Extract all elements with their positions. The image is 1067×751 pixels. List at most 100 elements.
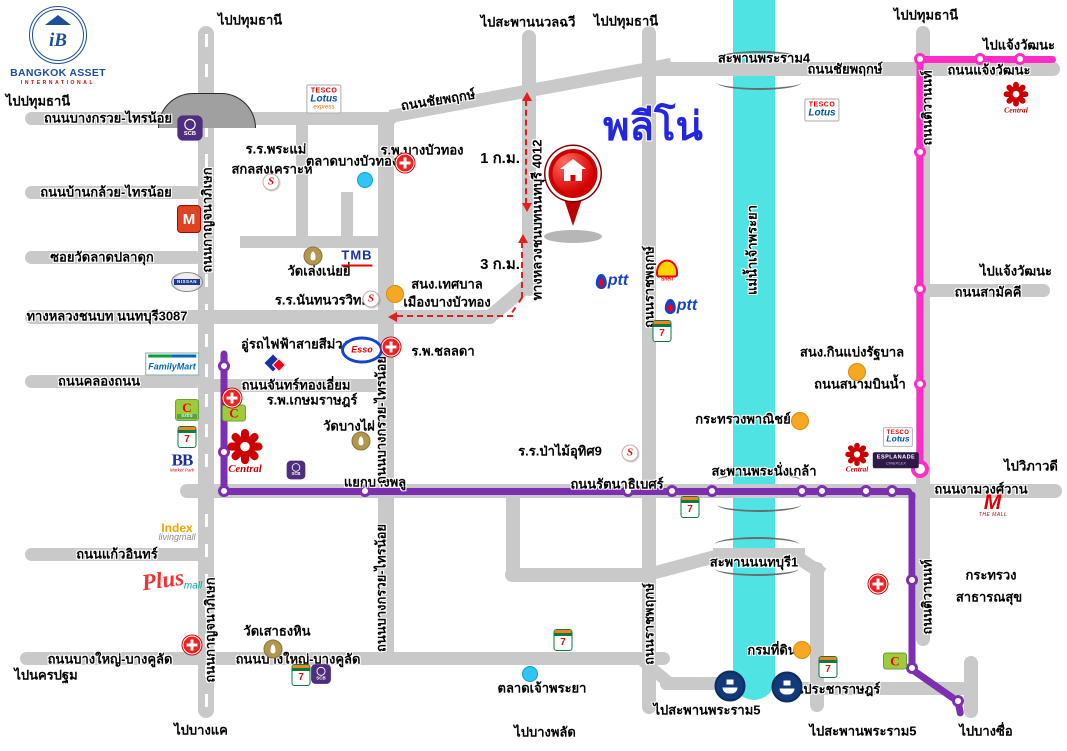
red-m-logo: M: [177, 205, 201, 233]
label-moph-line1: กระทรวง: [965, 567, 1017, 583]
nissan-logo: NISSAN: [171, 272, 203, 292]
shell-logo: Shell: [656, 259, 678, 283]
esso-logo: Esso: [341, 336, 383, 364]
label-river-label: แม่น้ำเจ้าพระยา: [744, 205, 760, 295]
seven-eleven-logo-2: 7: [652, 320, 672, 342]
scb-logo-1: SCB: [177, 115, 203, 141]
bridge-arc-phranangklao: [717, 473, 801, 488]
purple-line-station: [906, 662, 918, 674]
purple-line-station: [906, 574, 918, 586]
road-kaeo-in-rd: [25, 548, 205, 561]
hospital-icon-kasemrad: [222, 388, 242, 408]
temple-icon-saothonghin: [263, 639, 283, 659]
brand-monogram: iB: [49, 30, 67, 51]
road-kanchanaphisek-rd: [198, 26, 214, 718]
label-bangyai-label-w: ถนนบางใหญ่-บางคูลัด: [47, 651, 173, 667]
label-distance-3km: 3 ก.ม.: [480, 256, 520, 273]
ptt-logo-2: ptt: [664, 298, 697, 314]
purple-line: [224, 487, 912, 495]
label-hw3087-label: ทางหลวงชนบท นนทบุรี3087: [26, 308, 188, 324]
seven-eleven-logo-5: 7: [291, 664, 311, 686]
label-school-phramae-line2: สกลสงเคราะห์: [231, 161, 313, 177]
label-nonthaburi1-bridge-label: สะพานนนทบุรี1: [709, 554, 799, 570]
purple-line-station: [359, 485, 371, 497]
label-phranangklao-bridge-label: สะพานพระนั่งเกล้า: [711, 463, 817, 479]
bridge-arc-phranangklao: [717, 497, 801, 512]
road-chan-thong-iam-rd: [202, 379, 392, 392]
label-tiwanon-label-2: ถนนติวานนท์: [919, 559, 935, 635]
school-s-icon-3: S: [621, 444, 639, 462]
poi-dot-talat-bangbuathong: [357, 172, 373, 188]
label-wat-lengnoeiyi: วัดเล่งเน่ยยี่: [287, 263, 351, 279]
kanchanaphisek-overpass: [158, 93, 256, 128]
label-bangphlu-junction-label: แยกบางพลู: [343, 474, 407, 490]
location-pin: [544, 146, 602, 244]
ptt-logo-1: ptt: [595, 273, 628, 289]
seven-eleven-logo-1: 7: [177, 426, 197, 448]
temple-icon-lengnoeiyi: [303, 246, 323, 266]
label-kaeo-in-label: ถนนแก้วอินทร์: [76, 546, 158, 562]
central-logo-2: Central: [227, 429, 263, 475]
distance-arrow-head: [522, 92, 532, 101]
scb-logo-2: SCB: [286, 460, 306, 480]
road-samakkhi-rd: [923, 284, 1050, 297]
school-s-icon-1: S: [262, 173, 280, 191]
label-ministry-commerce: กระทรวงพาณิชย์: [695, 411, 791, 427]
chao-phraya-river: [733, 0, 775, 700]
road-soi-h: [240, 236, 390, 248]
label-ngamwongwan-label: ถนนงามวงศ์วาน: [934, 481, 1028, 497]
pink-line: [918, 55, 1056, 63]
road-pier-west: [660, 677, 728, 690]
label-rama4-bridge-label: สะพานพระราม4: [717, 50, 811, 66]
label-go-chaengwattana-ne: ไปแจ้งวัฒนะ: [982, 37, 1056, 53]
label-samakkhi-label: ถนนสามัคคี: [954, 284, 1022, 300]
road-center-dash: [204, 34, 208, 710]
road-soi-v2: [341, 192, 353, 244]
purple-line-station: [706, 485, 718, 497]
road-nonthaburi1-bridge-rd: [713, 548, 805, 561]
road-stub-515: [506, 496, 520, 576]
mrt-purple-line-logo: [264, 354, 290, 373]
pink-line-station: [914, 146, 926, 158]
label-go-pathumthani-nw: ไปปทุมธานี: [217, 12, 283, 28]
label-chan-thong-iam-label: ถนนจันทร์ทองเอี่ยม: [241, 377, 351, 393]
label-go-pathumthani-n: ไปปทุมธานี: [593, 13, 659, 29]
label-khlong-thanon-label: ถนนคลองถนน: [57, 373, 141, 389]
house-roof-icon: [45, 15, 71, 25]
poi-dot-commerce: [791, 412, 809, 430]
label-go-nakhonpathom: ไปนครปฐม: [14, 667, 78, 683]
distance-arrow-line: [521, 242, 523, 298]
distance-arrow-head: [518, 234, 528, 243]
label-city-hall-line2: เมืองบางบัวทอง: [403, 294, 491, 310]
bridge-arc-rama4: [717, 51, 801, 66]
label-ratchaphruek-label-1: ถนนราชพฤกษ์: [641, 246, 657, 328]
big-c-logo-2: C: [883, 652, 907, 670]
label-wat-saothonghin: วัดเสาธงหิน: [243, 623, 311, 639]
label-go-rama5-bridge-e: ไปสะพานพระราม5: [809, 723, 917, 739]
label-kanchanaphisek-label-2: ถนนกาญจนาภิเษก: [202, 577, 218, 683]
brand-subtitle: INTERNATIONAL: [20, 80, 96, 86]
scb-logo-3: SCB: [311, 664, 331, 684]
distance-arrow-head: [522, 203, 532, 212]
bridge-arc-nonthaburi1: [715, 561, 799, 576]
pink-line-station: [974, 53, 986, 65]
house-icon: [560, 159, 586, 169]
purple-line-station: [666, 485, 678, 497]
tmb-logo: TMB: [341, 248, 373, 267]
purple-line-station: [816, 485, 828, 497]
pink-line-station: [1014, 53, 1026, 65]
purple-line-station: [886, 485, 898, 497]
pier-icon-east: [771, 671, 803, 703]
label-talat-chaophraya: ตลาดเจ้าพระยา: [497, 680, 587, 696]
central-logo-1: Central: [1003, 81, 1029, 114]
road-stub-975: [964, 656, 978, 718]
purple-line-station: [622, 485, 634, 497]
label-wat-bangphai: วัดบางไผ่: [323, 418, 375, 434]
distance-arrow-line: [397, 315, 513, 317]
